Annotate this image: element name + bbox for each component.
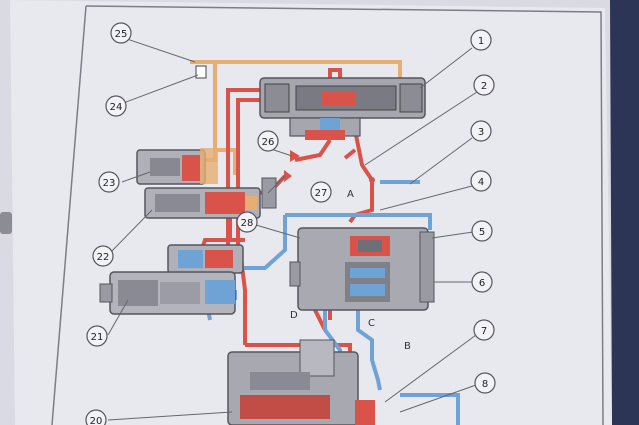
callout-23: 23 [98,171,120,193]
callout-label: 21 [91,332,104,343]
callout-27: 27 [310,181,332,203]
callout-label: 2 [481,81,487,92]
valve-middle [167,244,244,274]
valve-22 [144,177,277,219]
callout-label: 26 [262,137,275,148]
callout-8: 8 [474,372,496,394]
callout-6: 6 [471,271,493,293]
bottom-pump-20 [227,339,375,425]
main-valve-5-6 [289,227,435,311]
line-letter-A: A [347,189,354,200]
frame-border-top-right [85,5,604,425]
callout-5: 5 [471,220,493,242]
callout-20: 20 [85,409,107,425]
valve-21 [99,271,236,315]
junction-A [369,177,375,183]
callout-label: 27 [315,188,328,199]
callout-28: 28 [236,211,258,233]
callout-7: 7 [473,319,495,341]
arrow-26 [290,150,300,162]
callout-label: 8 [482,379,488,390]
callout-21: 21 [86,325,108,347]
callout-4: 4 [470,170,492,192]
callout-25: 25 [110,22,132,44]
callout-26: 26 [257,130,279,152]
callout-label: 4 [478,177,484,188]
callout-label: 28 [241,218,254,229]
binder-clip [0,212,12,234]
line-letter-C: C [368,318,375,329]
callout-label: 1 [478,36,484,47]
paper-sheet [10,0,612,425]
callout-24: 24 [105,95,127,117]
frame-border-left [51,5,87,425]
arrow-27 [284,170,292,182]
callout-label: 23 [103,178,116,189]
top-valve-block [259,77,426,140]
fitting-24 [195,65,207,79]
line-letter-D: D [290,310,298,321]
callout-label: 3 [478,127,484,138]
callout-label: 5 [479,227,485,238]
callout-22: 22 [92,245,114,267]
leader-lines [107,37,478,421]
callout-label: 25 [115,29,128,40]
callout-1: 1 [470,29,492,51]
callout-2: 2 [473,74,495,96]
callout-label: 20 [90,416,103,425]
callout-label: 7 [481,326,487,337]
callout-3: 3 [470,120,492,142]
callout-label: 6 [479,278,485,289]
callout-label: 22 [97,252,110,263]
line-letter-B: B [404,341,411,352]
valve-23 [136,148,218,185]
callout-label: 24 [110,102,123,113]
